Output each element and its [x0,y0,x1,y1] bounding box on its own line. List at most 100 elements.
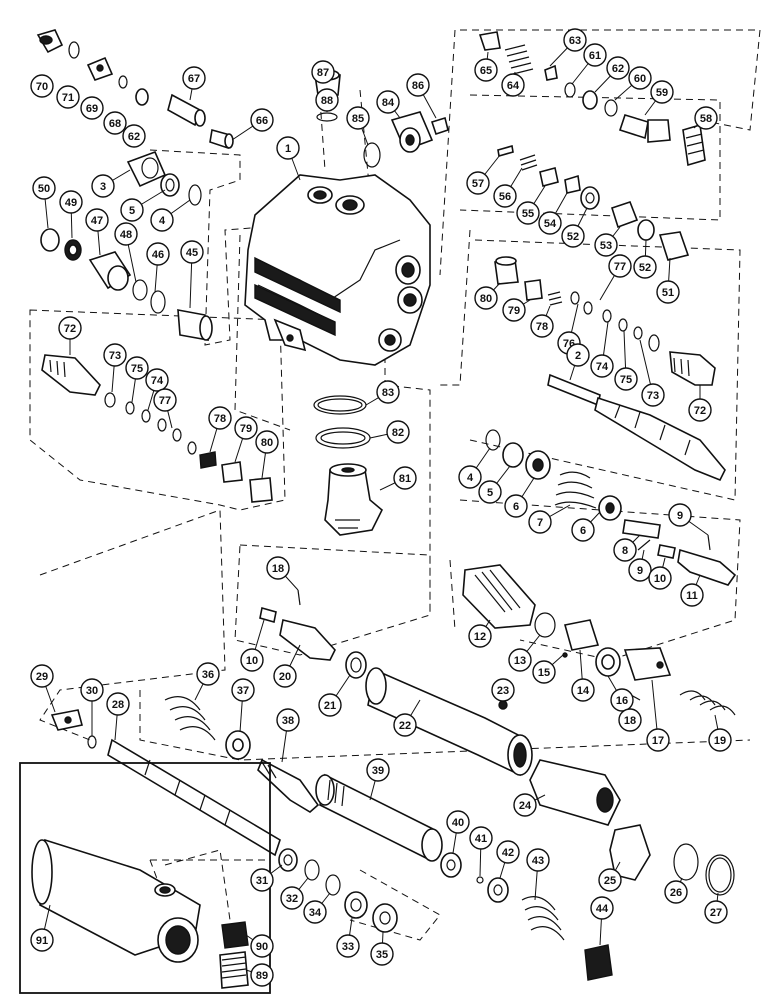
inset-box [19,762,271,994]
callout-label: 83 [382,387,394,399]
callout-circle [370,942,394,966]
callout-55: 55 [516,201,540,225]
callout-2: 2 [566,343,590,367]
callout-78: 78 [208,406,232,430]
callout-label: 51 [662,287,674,299]
callout-label: 55 [522,208,534,220]
callout-circle [30,74,54,98]
callout-circle [474,286,498,310]
callout-label: 80 [480,293,492,305]
callout-61: 61 [583,43,607,67]
callout-label: 10 [246,655,258,667]
callout-label: 38 [282,715,294,727]
callout-label: 16 [616,695,628,707]
callout-label: 54 [544,218,557,230]
callout-1: 1 [276,136,300,160]
callout-circle [91,174,115,198]
callout-label: 24 [519,800,532,812]
callout-label: 37 [237,685,249,697]
callout-32: 32 [280,886,304,910]
callout-91: 91 [30,928,54,952]
callout-circle [563,28,587,52]
callout-circle [458,465,482,489]
callout-13: 13 [508,648,532,672]
callout-24: 24 [513,793,537,817]
callout-62: 62 [606,56,630,80]
callout-label: 70 [36,81,48,93]
callout-label: 61 [589,50,601,62]
callout-label: 28 [112,699,124,711]
callout-12: 12 [468,624,492,648]
callout-74: 74 [145,368,169,392]
callout-73: 73 [641,383,665,407]
callout-label: 78 [536,321,548,333]
callout-circle [469,826,493,850]
callout-circle [80,96,104,120]
callout-label: 35 [376,949,388,961]
callout-circle [273,664,297,688]
callout-label: 10 [654,573,666,585]
callout-circle [376,380,400,404]
callout-65: 65 [474,58,498,82]
callout-label: 5 [129,205,135,217]
callout-71: 71 [56,85,80,109]
dashed-center-lower [139,544,751,761]
callout-label: 63 [569,35,581,47]
callout-15: 15 [532,660,556,684]
callout-3: 3 [91,174,115,198]
callout-17: 17 [646,728,670,752]
callout-circle [583,43,607,67]
callout-circle [478,480,502,504]
callout-circle [468,624,492,648]
callout-4: 4 [458,465,482,489]
callout-70: 70 [30,74,54,98]
dashed-left-middle [29,309,286,511]
callout-circle [150,208,174,232]
callout-36: 36 [196,662,220,686]
callout-label: 73 [647,390,659,402]
callout-14: 14 [571,678,595,702]
valve-body [244,174,431,366]
callout-circle [646,728,670,752]
callout-89: 89 [250,963,274,987]
callout-label: 9 [637,565,643,577]
callout-6: 6 [504,494,528,518]
callout-circle [566,343,590,367]
callout-label: 20 [279,671,291,683]
callout-34: 34 [303,900,327,924]
callout-circle [496,840,520,864]
callout-label: 34 [309,907,322,919]
callout-circle [508,648,532,672]
callout-4: 4 [150,208,174,232]
callout-label: 77 [159,395,171,407]
callout-label: 71 [62,92,74,104]
callout-circle [120,198,144,222]
right-spool-parts [462,429,737,716]
callout-circle [182,66,206,90]
callout-circle [680,583,704,607]
callout-label: 32 [286,893,298,905]
callout-90: 90 [250,934,274,958]
callout-circle [336,934,360,958]
callout-circle [590,896,614,920]
callout-49: 49 [59,190,83,214]
callout-label: 58 [700,113,712,125]
callout-circle [608,254,632,278]
callout-label: 88 [321,95,333,107]
callout-circle [571,518,595,542]
callout-label: 68 [109,118,121,130]
callout-circle [85,208,109,232]
callout-52: 52 [633,255,657,279]
callout-label: 86 [412,80,424,92]
callout-circle [125,356,149,380]
callout-85: 85 [346,106,370,130]
callout-label: 62 [612,63,624,75]
callout-label: 48 [120,229,132,241]
callout-circle [250,934,274,958]
callout-label: 9 [677,510,683,522]
callout-59: 59 [650,80,674,104]
callout-label: 78 [214,413,226,425]
callout-22: 22 [393,713,417,737]
lower-left-parts [50,589,336,857]
